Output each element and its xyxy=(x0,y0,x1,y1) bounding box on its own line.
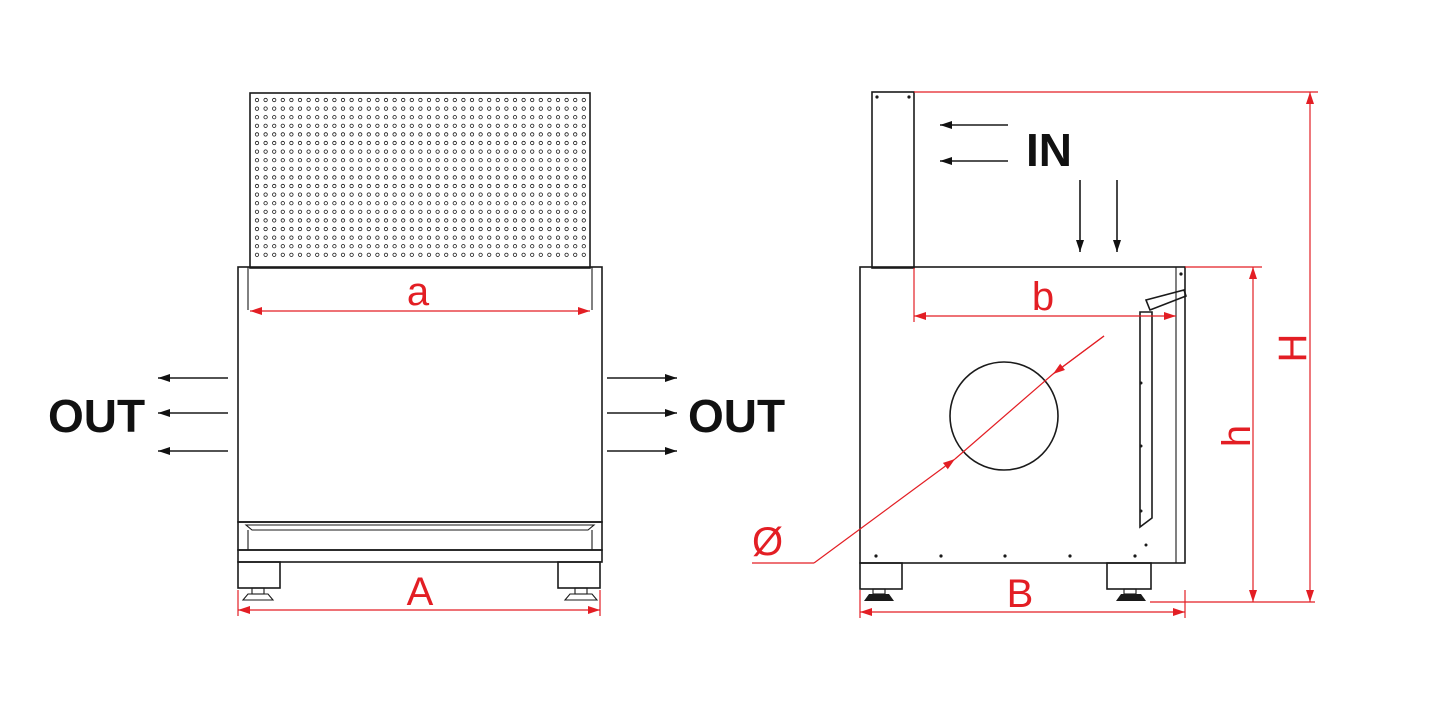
front-right-foot xyxy=(557,561,601,601)
out-arrows-right xyxy=(607,374,677,455)
dimension-A-label: A xyxy=(407,570,434,614)
side-right-foot xyxy=(1106,562,1152,601)
side-back-panel xyxy=(871,91,915,269)
dimension-diameter: Ø xyxy=(752,335,1105,564)
front-left-foot xyxy=(237,561,281,601)
front-base xyxy=(237,549,603,563)
out-label-left: OUT xyxy=(48,390,145,442)
dimension-H: H xyxy=(914,91,1318,602)
dimension-A: A xyxy=(237,570,601,616)
side-rivets xyxy=(874,554,1137,558)
duct-opening xyxy=(949,361,1059,471)
dimension-diameter-label: Ø xyxy=(752,520,783,564)
out-arrows-left xyxy=(158,374,228,455)
front-view: a A OUT OUT xyxy=(48,92,785,616)
perforated-panel xyxy=(249,92,591,269)
dimension-B: B xyxy=(859,572,1186,618)
side-cabinet-body xyxy=(859,266,1186,564)
side-view: IN b B h H xyxy=(752,91,1318,618)
side-left-foot xyxy=(859,562,903,601)
in-arrows xyxy=(940,121,1121,252)
dimension-a: a xyxy=(250,270,590,315)
in-label: IN xyxy=(1026,124,1072,176)
dimension-h-label: h xyxy=(1215,425,1259,447)
dimension-B-label: B xyxy=(1007,572,1034,616)
perforation-holes xyxy=(254,97,586,257)
out-label-right: OUT xyxy=(688,390,785,442)
side-front-door xyxy=(1139,267,1187,563)
dimension-b-label: b xyxy=(1032,275,1054,319)
dimension-a-label: a xyxy=(407,270,430,314)
front-drawer xyxy=(237,521,603,551)
dimension-b: b xyxy=(913,268,1176,322)
dimension-H-label: H xyxy=(1271,334,1315,363)
dimension-h: h xyxy=(1150,266,1315,603)
